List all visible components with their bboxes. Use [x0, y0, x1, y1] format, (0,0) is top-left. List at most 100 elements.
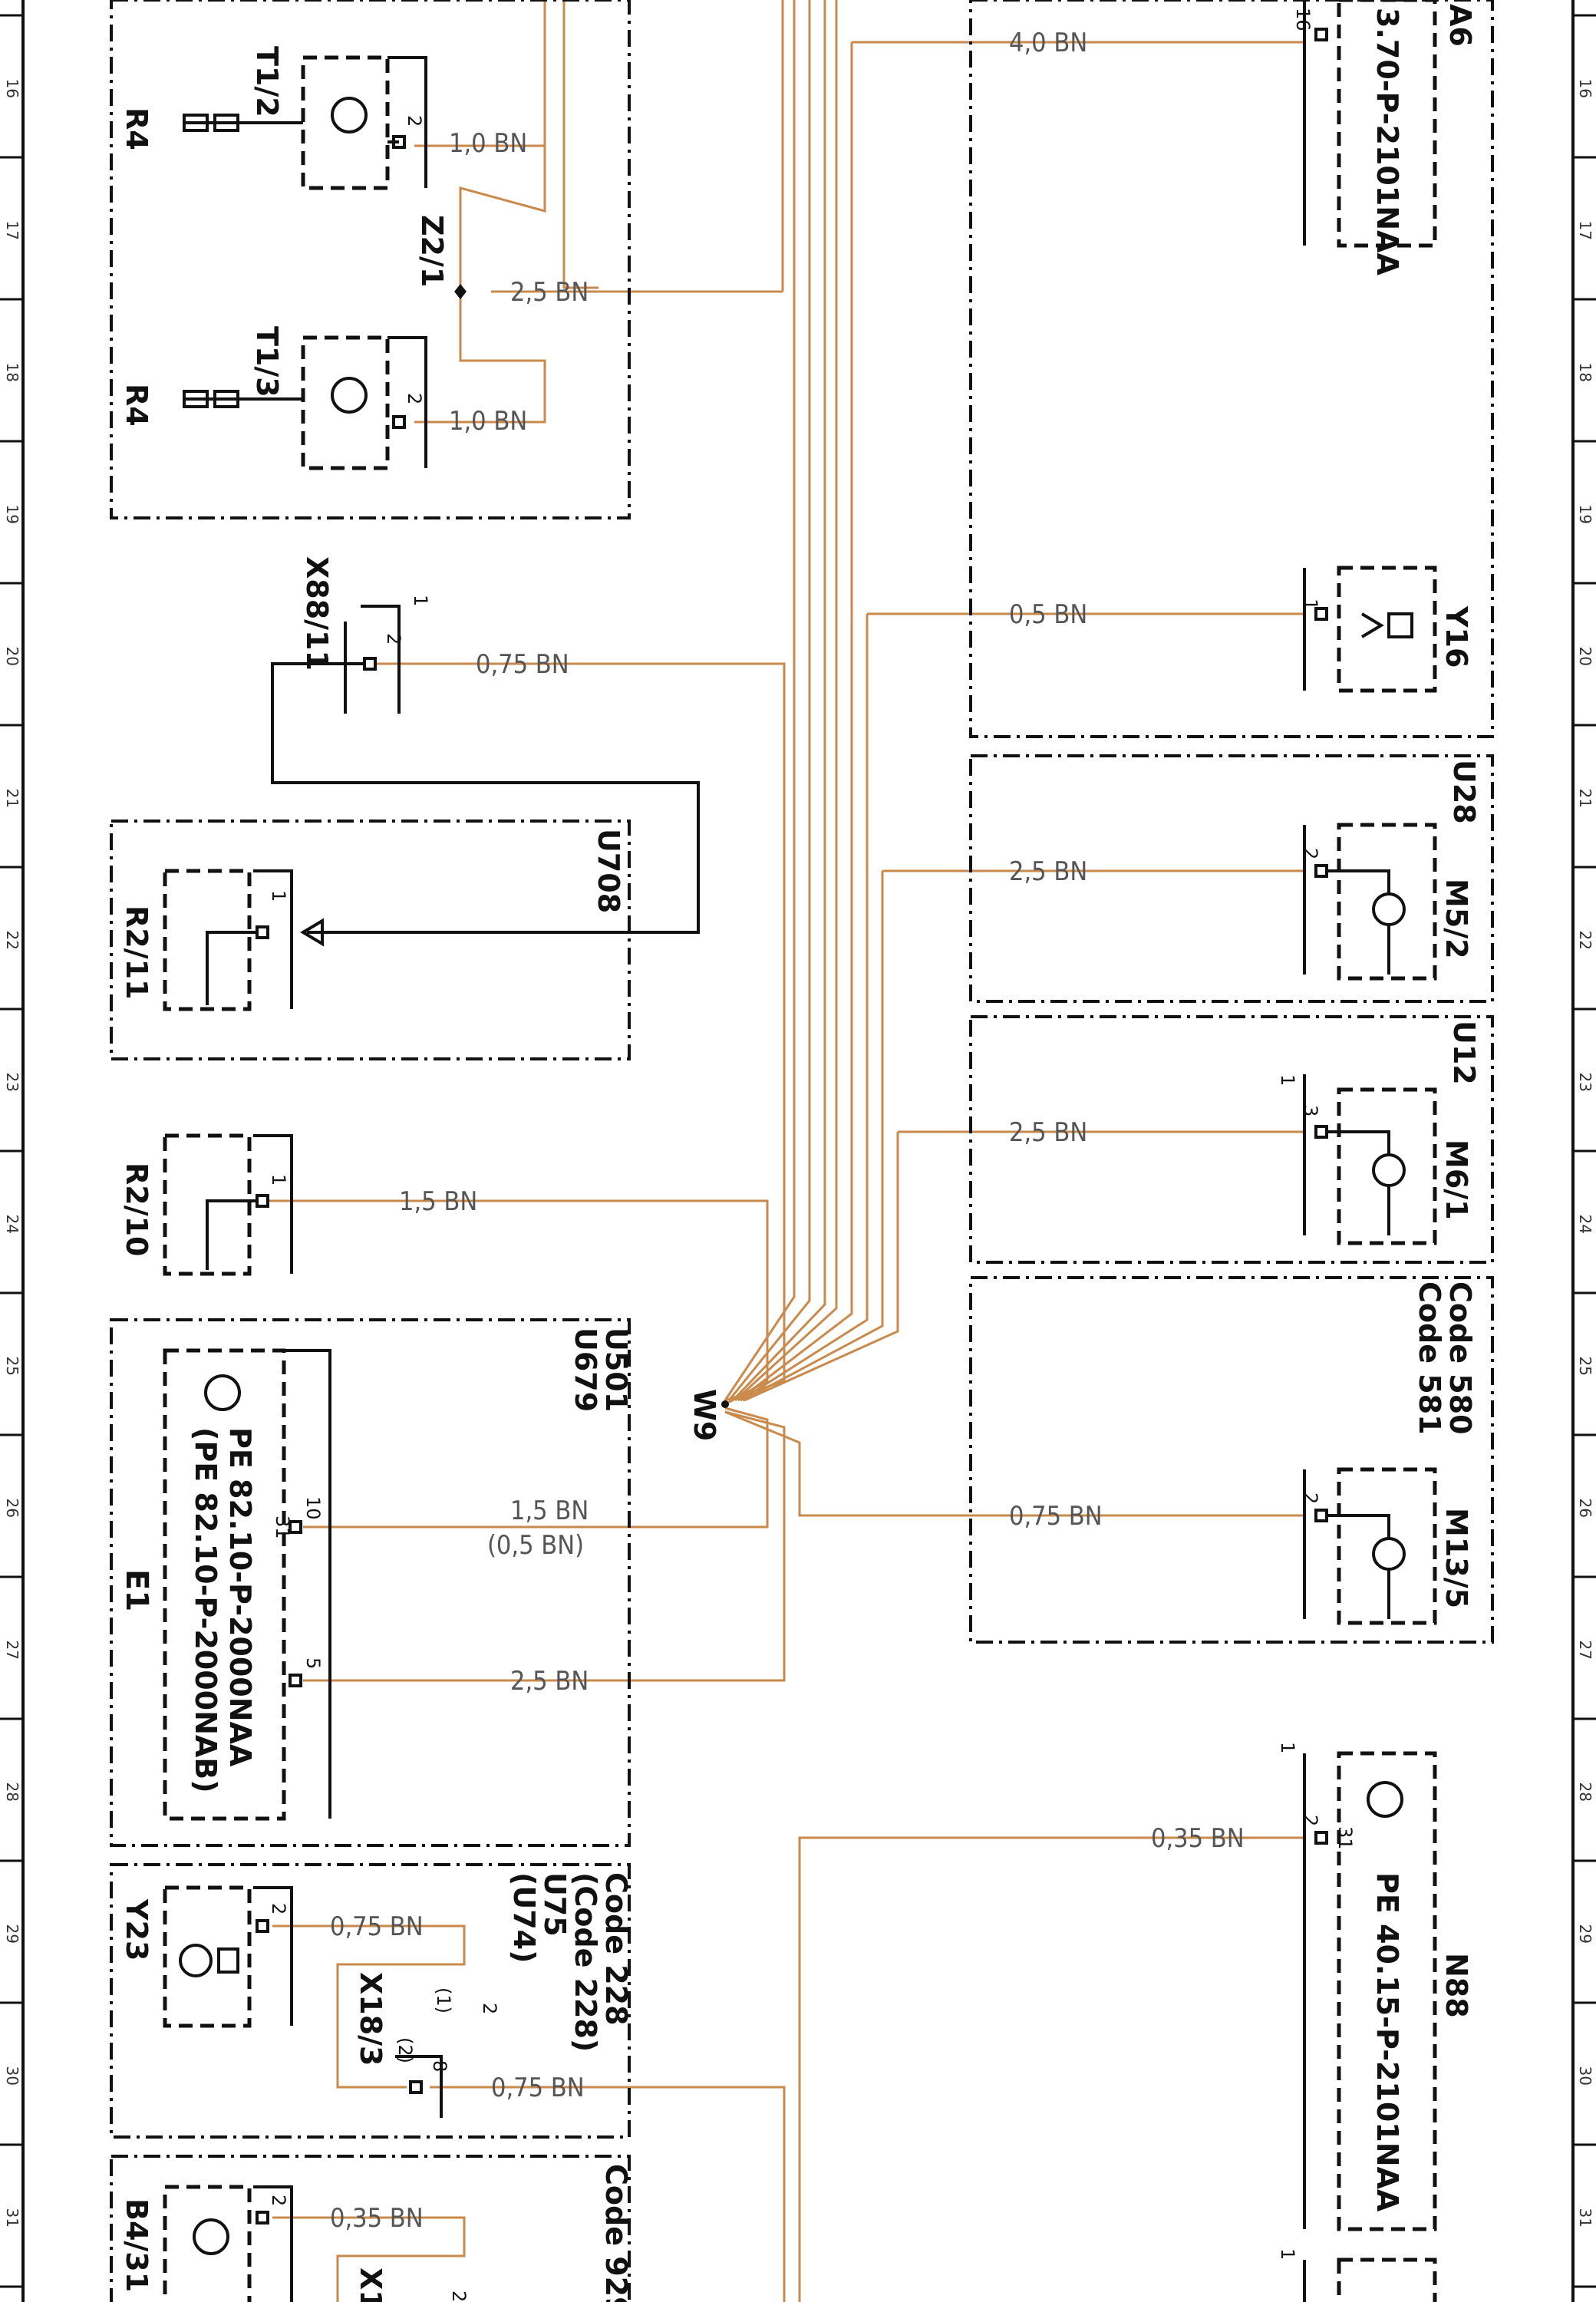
- ruler-number: 17: [3, 221, 21, 240]
- n88-p31: 31: [1334, 1826, 1356, 1850]
- wire-r210: 1,5 BN: [399, 1186, 477, 1217]
- ruler-number: 20: [1576, 647, 1594, 666]
- ruler-number: 22: [3, 931, 21, 950]
- ruler-number: 29: [1576, 1924, 1594, 1944]
- code228p-label: (Code 228): [569, 1872, 602, 2052]
- ruler-number: 30: [1576, 2066, 1594, 2086]
- r2-10-block: 1 R2/10: [120, 1133, 293, 1276]
- x183-p8: 8: [429, 2060, 450, 2072]
- n88-p2: 2: [1300, 1815, 1321, 1826]
- m13-5-block: 2 Code 580 Code 581 M13/5: [969, 1276, 1494, 1644]
- x88-11-label: X88/11: [300, 556, 334, 671]
- ruler-number: 28: [3, 1783, 21, 1802]
- ruler-number: 29: [3, 1924, 21, 1944]
- r4-label-a: R4: [120, 107, 153, 150]
- m52-pin: 2: [1300, 848, 1321, 859]
- wire-y23: 0,75 BN: [330, 1911, 424, 1942]
- m61-p1: 1: [1277, 1074, 1298, 1086]
- ruler-number: 27: [3, 1641, 21, 1660]
- ruler-number: 31: [3, 2208, 21, 2228]
- r4-symbol: [183, 114, 253, 132]
- wire-e1-31: 1,5 BN: [510, 1496, 589, 1526]
- y23-block: 2 Y23 (1) 2 8 (2) X18/3 Code 228 (Code 2…: [110, 1863, 633, 2139]
- m5-2-label: M5/2: [1439, 879, 1473, 959]
- u75-label: U75: [538, 1872, 572, 1937]
- ruler-number: 24: [1576, 1215, 1594, 1234]
- b4-31-label: B4/31: [120, 2198, 153, 2292]
- ruler-number: 21: [3, 789, 21, 808]
- wire-t13: 1,0 BN: [449, 406, 527, 437]
- e1-block: 10 31 5 PE 82.10-P-2000NAA (PE 82.10-P-2…: [110, 1318, 633, 1847]
- x88-p1: 1: [410, 595, 431, 606]
- ruler-number: 24: [3, 1215, 21, 1234]
- ruler-number: 16: [1576, 79, 1594, 98]
- e1-doc1: PE 82.10-P-2000NAA: [223, 1427, 257, 1767]
- u28-block: 2 U28 M5/2: [969, 754, 1494, 1003]
- ruler-number: 31: [1576, 2208, 1594, 2228]
- a6-doc: 3.70-P-2101NAA: [1370, 8, 1404, 275]
- r2-11-label: R2/11: [120, 905, 153, 999]
- wire-x183: 0,75 BN: [491, 2073, 585, 2103]
- t12-pin: 2: [404, 115, 425, 127]
- ruler-number: 21: [1576, 789, 1594, 808]
- w9-label: W9: [688, 1389, 721, 1441]
- ruler-number: 19: [1576, 505, 1594, 524]
- ruler-number: 18: [1576, 363, 1594, 382]
- transistor-group: 2 T1/2 R4 2 T1/3 R4 Z2/1: [110, 0, 631, 519]
- r211-pin: 1: [268, 890, 289, 902]
- ruler-number: 27: [1576, 1641, 1594, 1660]
- n88-p1: 1: [1277, 1742, 1298, 1753]
- wire-e1-5: 2,5 BN: [510, 1666, 589, 1697]
- m6-1-label: M6/1: [1439, 1139, 1473, 1220]
- bottom-right-partial: 1: [1277, 2248, 1437, 2302]
- u501-label: U501: [599, 1327, 633, 1412]
- x1-pin: 2: [448, 2290, 470, 2302]
- y23-label: Y23: [120, 1898, 153, 1961]
- m13-5-label: M13/5: [1439, 1508, 1473, 1608]
- u28-label: U28: [1447, 760, 1481, 824]
- x1-label: X1: [354, 2267, 387, 2302]
- r210-pin: 1: [268, 1174, 289, 1186]
- y16-pin: 1: [1300, 599, 1321, 610]
- x18-3-label: X18/3: [354, 1972, 387, 2066]
- ruler-number: 25: [3, 1357, 21, 1376]
- ruler-number: 22: [1576, 931, 1594, 950]
- y16-block: 1 Y16: [1300, 566, 1473, 693]
- ruler-number: 28: [1576, 1783, 1594, 1802]
- wire-harness: [269, 0, 1304, 2302]
- ruler-number: 26: [1576, 1499, 1594, 1518]
- wire-x88: 0,75 BN: [476, 649, 569, 680]
- n88-label: N88: [1439, 1953, 1473, 2018]
- u74-label: (U74): [507, 1872, 541, 1963]
- u708-block: 1 R2/11 U708: [110, 820, 631, 1060]
- ruler-number: 23: [1576, 1073, 1594, 1092]
- ruler-number: 30: [3, 2066, 21, 2086]
- y23-pin: 2: [268, 1903, 289, 1914]
- t13-pin: 2: [404, 393, 425, 404]
- t1-3-label: T1/3: [250, 326, 284, 397]
- a6-block: 16 A6 3.70-P-2101NAA: [969, 0, 1494, 738]
- y16-label: Y16: [1439, 605, 1473, 668]
- wire-m52: 2,5 BN: [1009, 856, 1087, 887]
- wire-m61: 2,5 BN: [1009, 1117, 1087, 1148]
- right-ruler: 1617181920212223242526272829303132: [1571, 0, 1596, 2302]
- z2-1-label: Z2/1: [415, 215, 449, 287]
- t1-2-label: T1/2: [250, 46, 284, 117]
- wire-m135: 0,75 BN: [1009, 1501, 1103, 1532]
- u708-label: U708: [592, 829, 625, 913]
- m61-p3: 3: [1300, 1105, 1321, 1116]
- ruler-number: 20: [3, 647, 21, 666]
- n88-doc: PE 40.15-P-2101NAA: [1370, 1872, 1404, 2212]
- ruler-number: 26: [3, 1499, 21, 1518]
- r4-symbol-b: [183, 390, 253, 408]
- ruler-number: 16: [3, 79, 21, 98]
- x183-p1: (1): [433, 1987, 454, 2013]
- w9-splice: W9: [688, 1389, 729, 1441]
- b431-pin: 2: [268, 2195, 289, 2206]
- e1-p10: 10: [302, 1496, 324, 1520]
- e1-p31: 31: [272, 1515, 293, 1539]
- ruler-number: 25: [1576, 1357, 1594, 1376]
- x88-p2: 2: [383, 633, 404, 645]
- code580-label: Code 580: [1443, 1281, 1477, 1435]
